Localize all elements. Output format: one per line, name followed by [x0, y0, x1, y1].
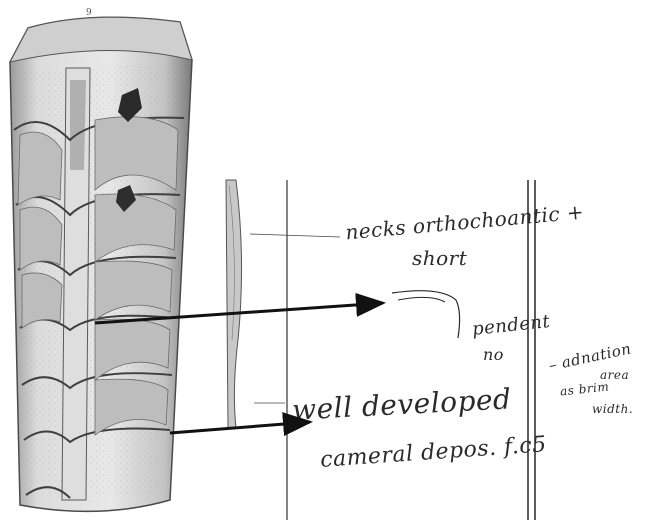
annotation-short: short: [412, 246, 467, 270]
annotation-width: width.: [592, 402, 633, 416]
leader-line-necks: [250, 234, 340, 237]
annotation-no: no: [483, 345, 504, 364]
